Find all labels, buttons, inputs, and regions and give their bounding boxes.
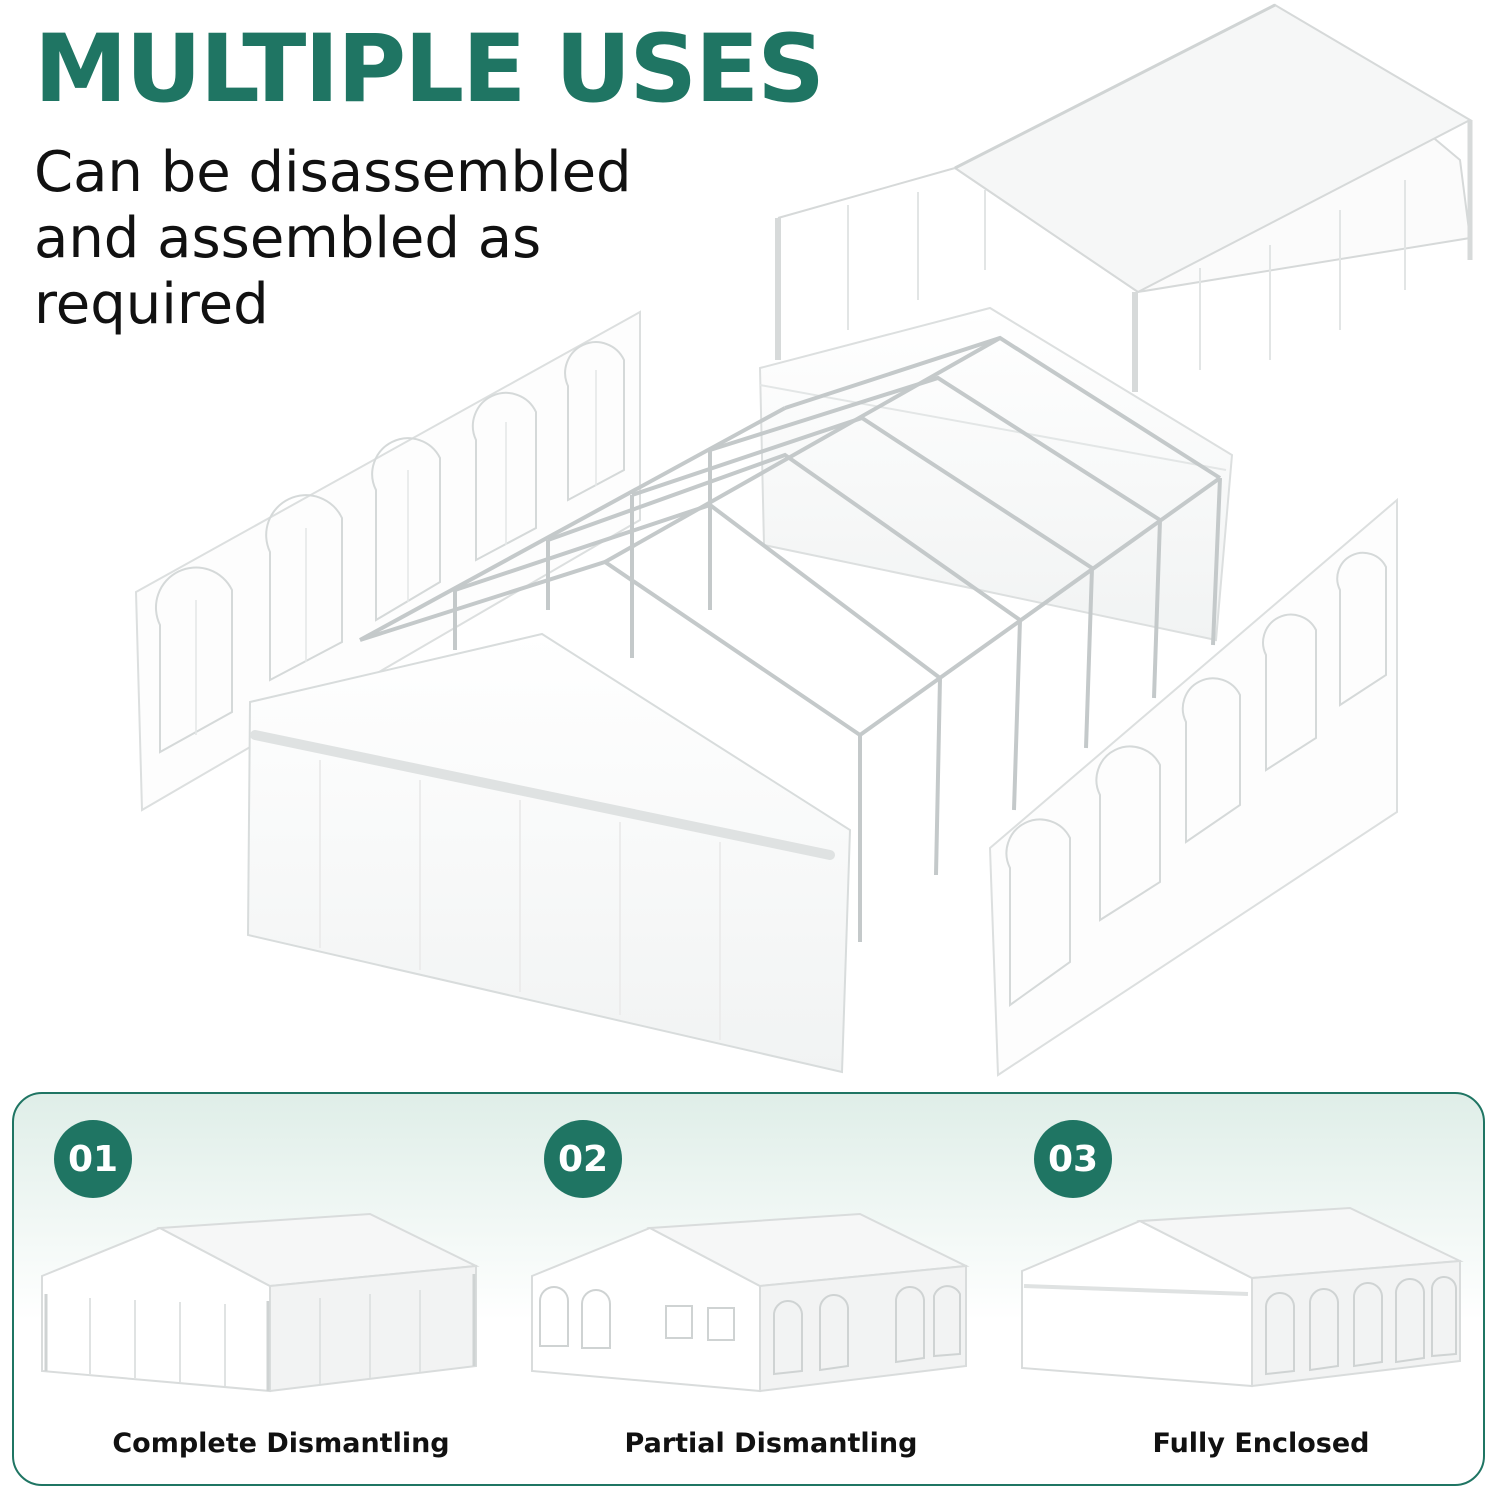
page-title: MULTIPLE USES — [34, 15, 825, 124]
step-badge: 03 — [1034, 1120, 1112, 1198]
roof-canopy — [775, 3, 1473, 392]
step-badge: 01 — [54, 1120, 132, 1198]
option-label: Partial Dismantling — [624, 1428, 918, 1459]
right-window-wall — [988, 497, 1398, 1077]
front-gable-wall — [246, 632, 852, 1074]
page-subtitle: Can be disassembled and assembled as req… — [34, 140, 632, 337]
option-fully-enclosed: 03 Fully Enclosed — [1016, 1094, 1483, 1484]
option-complete-dismantling: 01 Complete Dismantling — [36, 1094, 526, 1484]
option-label: Fully Enclosed — [1152, 1428, 1370, 1459]
options-panel: 01 Complete Dismantling 02 Partial Disma… — [12, 1092, 1485, 1486]
back-gable-wall — [758, 306, 1234, 642]
tent-open-sides-thumb — [41, 1212, 480, 1393]
tent-fully-enclosed-thumb — [1021, 1206, 1464, 1388]
option-label: Complete Dismantling — [112, 1428, 450, 1459]
step-badge: 02 — [544, 1120, 622, 1198]
left-window-wall — [134, 310, 641, 812]
tent-partial-walls-thumb — [531, 1212, 970, 1393]
option-partial-dismantling: 02 Partial Dismantling — [526, 1094, 1016, 1484]
exploded-tent-illustration — [134, 3, 1473, 1077]
steel-frame — [359, 335, 1222, 942]
